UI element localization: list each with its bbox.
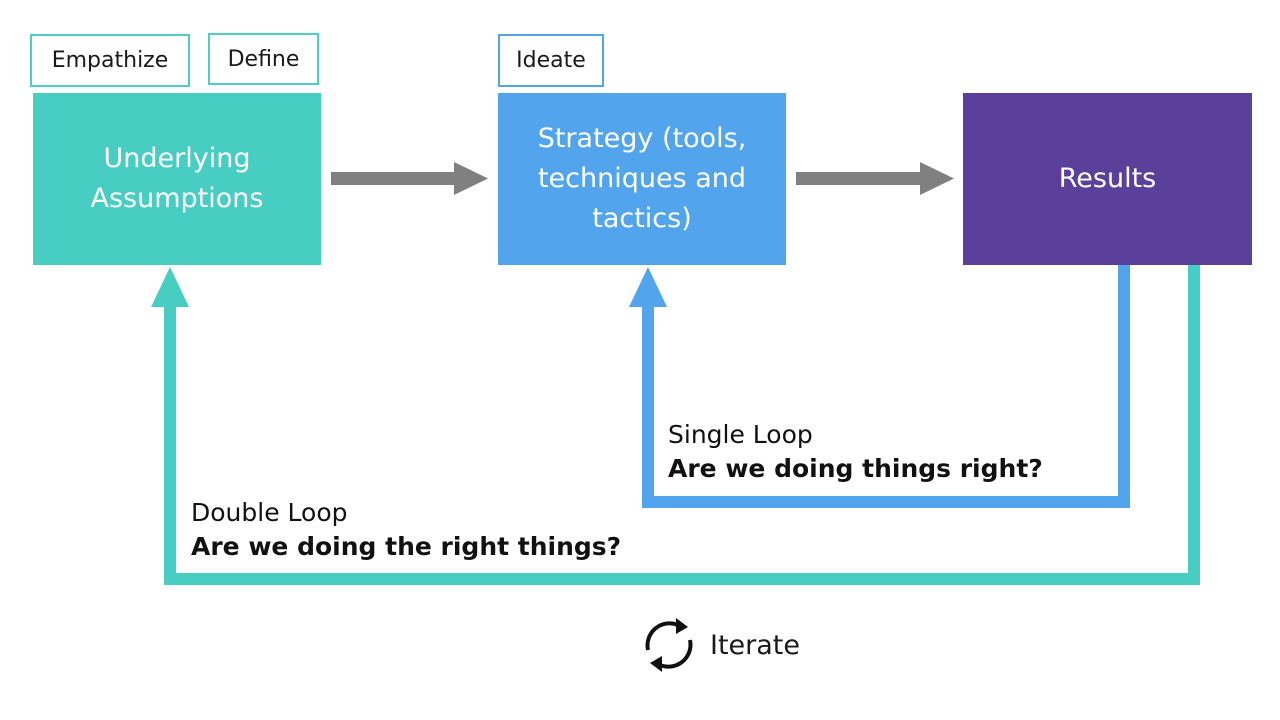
box-underlying-assumptions: Underlying Assumptions	[33, 93, 321, 265]
strategy-line-3: tactics)	[592, 203, 692, 234]
single-loop-question: Are we doing things right?	[668, 454, 1043, 483]
strategy-line-2: techniques and	[537, 163, 747, 194]
double-loop-title: Double Loop	[191, 498, 348, 527]
arrow-assumptions-to-strategy	[331, 162, 488, 195]
arrow-strategy-to-results	[796, 162, 954, 195]
strategy-line-1: Strategy (tools,	[537, 123, 747, 154]
double-loop-question: Are we doing the right things?	[191, 532, 622, 561]
tag-define: Define	[208, 33, 319, 85]
cycle-arrows-icon	[645, 618, 693, 672]
double-loop-path	[151, 265, 1200, 585]
single-loop-path	[629, 265, 1130, 508]
double-loop-label: Double Loop Are we doing the right thing…	[191, 496, 621, 564]
box-results: Results	[963, 93, 1252, 265]
assumptions-line-1: Underlying	[103, 143, 251, 174]
iterate-label: Iterate	[710, 629, 801, 661]
iterate-indicator: Iterate	[638, 614, 800, 676]
tag-empathize: Empathize	[30, 34, 190, 87]
tag-ideate: Ideate	[498, 34, 604, 87]
results-label: Results	[1058, 163, 1157, 194]
single-loop-title: Single Loop	[668, 420, 813, 449]
assumptions-line-2: Assumptions	[90, 183, 264, 214]
single-loop-label: Single Loop Are we doing things right?	[668, 418, 1043, 486]
box-strategy: Strategy (tools, techniques and tactics)	[498, 93, 786, 265]
